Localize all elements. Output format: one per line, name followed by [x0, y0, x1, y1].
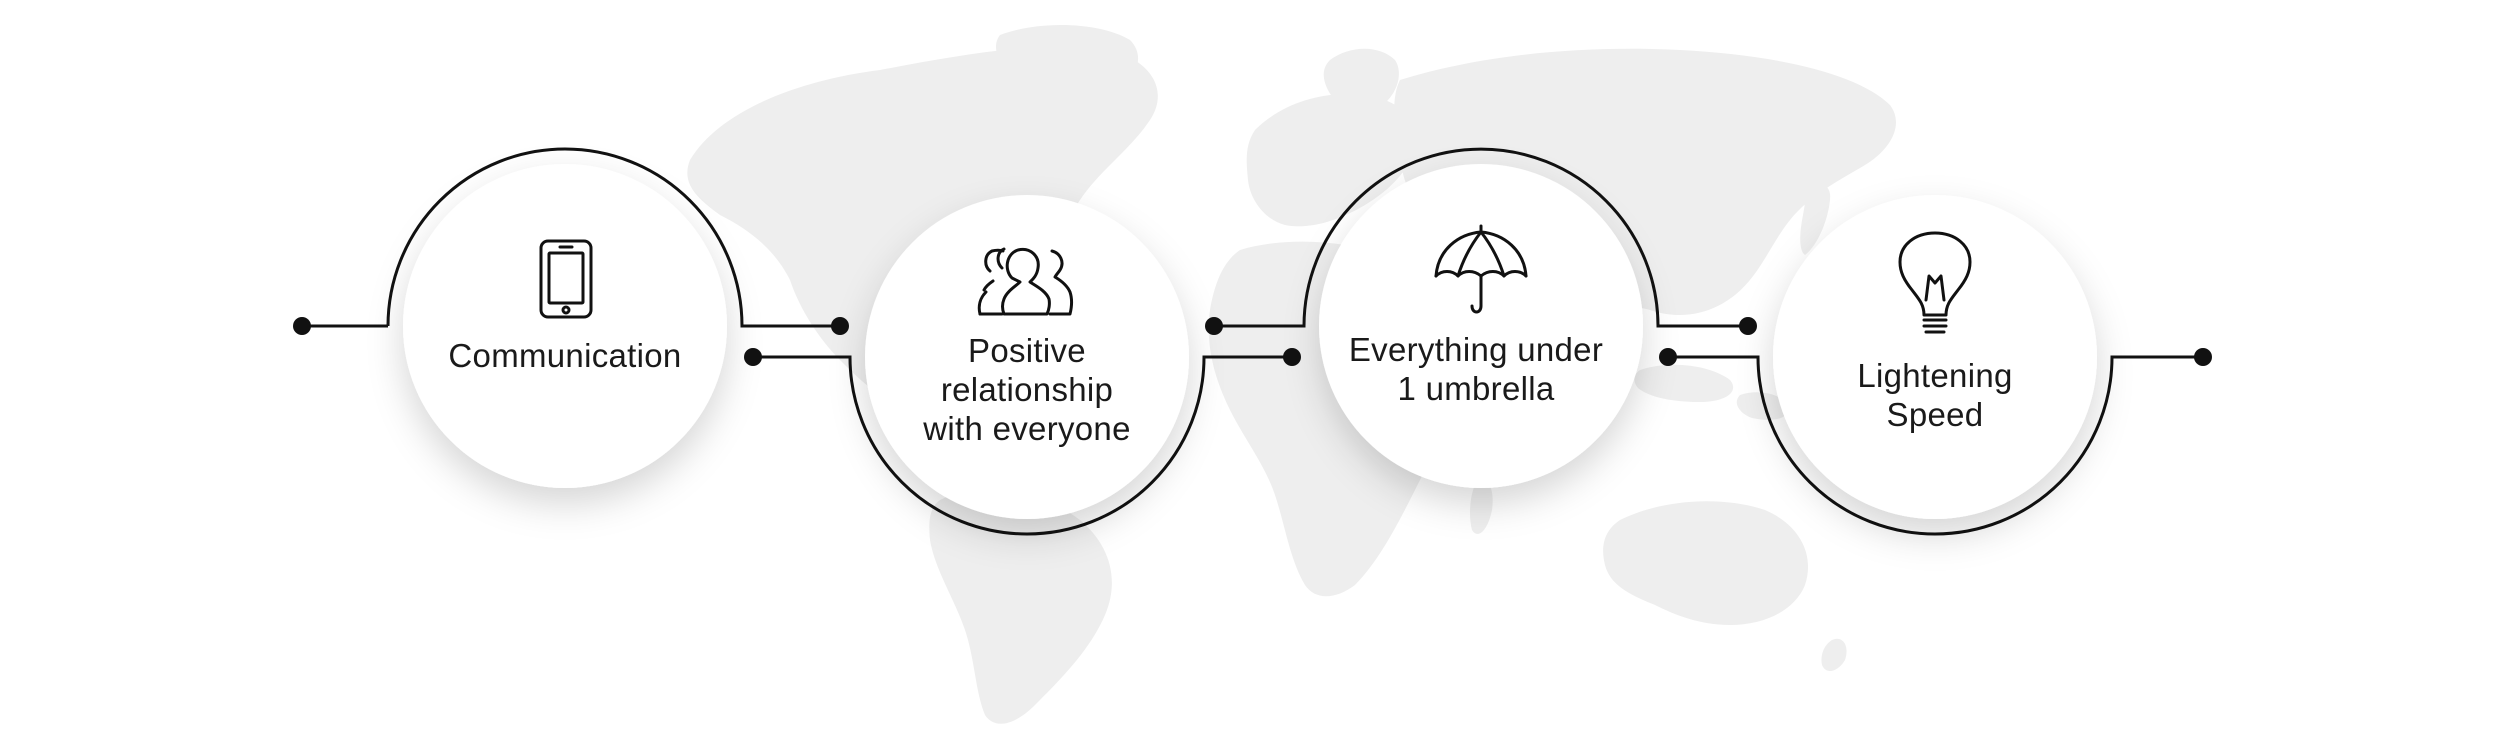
- step-circles: [403, 164, 2097, 519]
- step-1-label-line: Communication: [448, 337, 682, 374]
- step-4-label: Lightening Speed: [1785, 356, 2085, 434]
- connector-dot: [744, 348, 762, 366]
- connector-arc-4: [1668, 355, 2203, 536]
- connector-dot: [1205, 317, 1223, 335]
- connector-arc-2: [753, 355, 1292, 536]
- connector-dot: [2194, 348, 2212, 366]
- umbrella-icon: [1434, 224, 1528, 314]
- connector-lines: [302, 147, 2203, 536]
- step-4-circle: [1773, 195, 2097, 519]
- step-3-circle: [1319, 164, 1643, 488]
- step-2-label-line: relationship: [940, 371, 1114, 408]
- group-of-people-icon: [977, 247, 1073, 316]
- step-4-label-line: Lightening: [1857, 357, 2013, 394]
- connector-dots: [293, 317, 2212, 366]
- step-2-label-line: with everyone: [923, 410, 1131, 447]
- step-1-circle: [403, 164, 727, 488]
- step-2-circle: [865, 195, 1189, 519]
- step-3-label-line: 1 umbrella: [1397, 370, 1555, 407]
- smartphone-icon: [539, 239, 593, 319]
- step-2-label-line: Positive: [968, 332, 1086, 369]
- connector-arc-3: [1214, 147, 1748, 328]
- light-bulb-icon: [1898, 231, 1972, 334]
- step-1-label: Communication: [415, 336, 715, 375]
- step-4-label-line: Speed: [1886, 396, 1984, 433]
- connector-dot: [1739, 317, 1757, 335]
- connector-arc-1: [386, 147, 840, 328]
- step-3-label: Everything under 1 umbrella: [1326, 330, 1626, 408]
- connector-dot: [831, 317, 849, 335]
- connector-dot: [1659, 348, 1677, 366]
- step-2-label: Positive relationship with everyone: [877, 331, 1177, 448]
- connector-dot: [293, 317, 311, 335]
- step-3-label-line: Everything under: [1348, 331, 1604, 368]
- connector-dot: [1283, 348, 1301, 366]
